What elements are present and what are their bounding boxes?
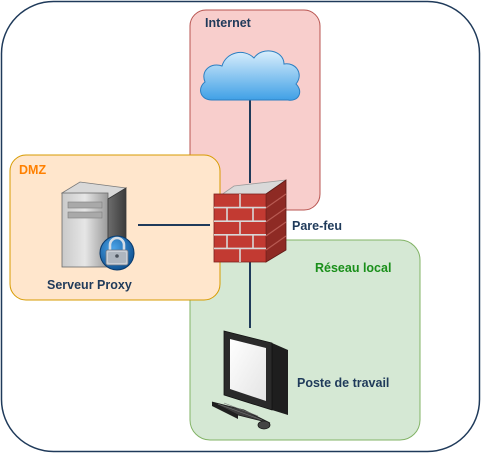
desktop-computer-icon [211,330,288,430]
dmz-zone-label: DMZ [19,163,47,177]
cloud-icon [200,50,301,101]
firewall-label: Pare-feu [292,219,343,233]
server-lock-icon [60,181,135,271]
internet-zone-label: Internet [205,16,251,30]
brick-firewall-icon [213,179,287,263]
proxy-server-label: Serveur Proxy [47,278,132,292]
local-network-zone-label: Réseau local [315,261,392,275]
workstation-label: Poste de travail [297,376,390,390]
